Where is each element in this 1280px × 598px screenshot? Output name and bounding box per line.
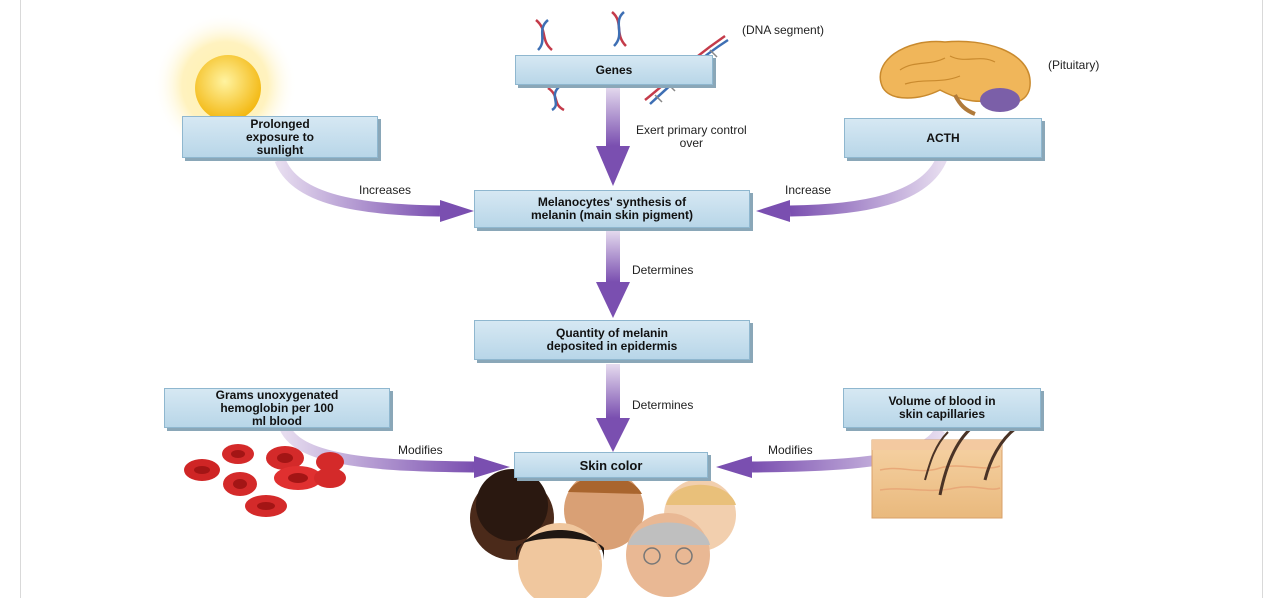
sunlight-box: Prolonged exposure to sunlight — [182, 116, 378, 158]
blood-volume-box: Volume of blood in skin capillaries — [843, 388, 1041, 428]
increase-label: Increase — [785, 183, 832, 197]
determines-label-1: Determines — [632, 263, 694, 277]
melanocytes-label: Melanocytes' synthesis of melanin (main … — [530, 195, 694, 222]
exert-control-label: Exert primary control over — [636, 123, 747, 150]
blood-volume-label: Volume of blood in skin capillaries — [888, 394, 996, 421]
dna-caption: (DNA segment) — [742, 23, 825, 37]
brain-icon — [879, 40, 1031, 116]
skin-section-icon — [871, 423, 1017, 519]
quantity-label: Quantity of melanin deposited in epiderm… — [546, 326, 678, 353]
pituitary-caption: (Pituitary) — [1048, 58, 1100, 72]
genes-label: Genes — [595, 62, 633, 77]
modifies-right-label: Modifies — [768, 443, 813, 457]
acth-label: ACTH — [926, 130, 960, 145]
determines-label-2: Determines — [632, 398, 694, 412]
frame-right-border — [1262, 0, 1263, 598]
frame-left-border — [20, 0, 21, 598]
red-blood-cells-icon — [184, 444, 346, 517]
increases-label: Increases — [359, 183, 412, 197]
skin-color-box: Skin color — [514, 452, 708, 478]
hemoglobin-box: Grams unoxygenated hemoglobin per 100 ml… — [164, 388, 390, 428]
skin-color-label: Skin color — [579, 457, 643, 473]
hemoglobin-label: Grams unoxygenated hemoglobin per 100 ml… — [215, 387, 339, 428]
sunlight-label: Prolonged exposure to sunlight — [245, 116, 314, 157]
acth-box: ACTH — [844, 118, 1042, 158]
genes-box: Genes — [515, 55, 713, 85]
faces-illustration — [470, 469, 736, 598]
modifies-left-label: Modifies — [398, 443, 443, 457]
arrows — [274, 86, 948, 478]
melanocytes-box: Melanocytes' synthesis of melanin (main … — [474, 190, 750, 228]
quantity-box: Quantity of melanin deposited in epiderm… — [474, 320, 750, 360]
